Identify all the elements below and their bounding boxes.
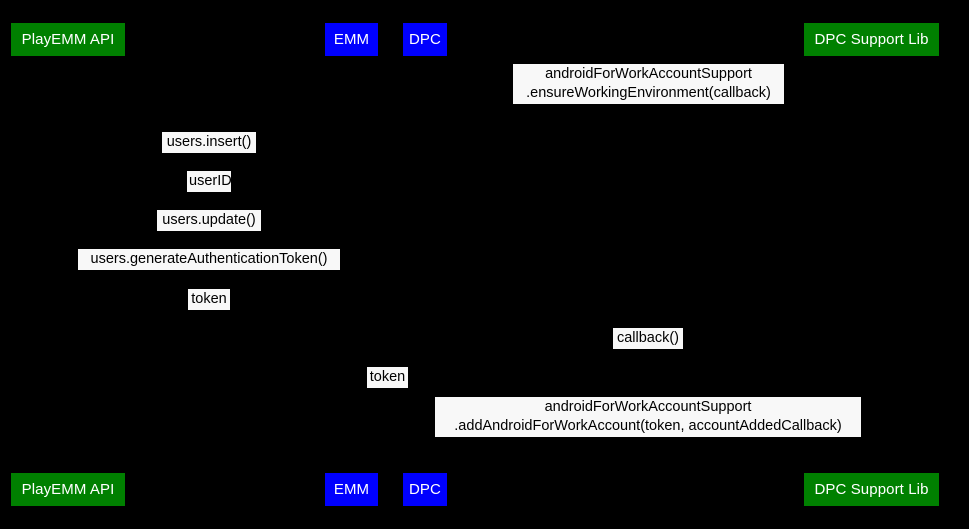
participant-dpc-bottom[interactable]: DPC [403,473,447,506]
message-label-line: .ensureWorkingEnvironment(callback) [526,85,771,101]
message-label-token-to-emm: token [188,289,230,310]
message-label-line: androidForWorkAccountSupport [545,66,752,82]
message-label-line: token [369,369,406,385]
message-label-line: userID [189,173,232,189]
participant-label: EMM [333,481,370,498]
participant-label: DPC Support Lib [814,31,929,48]
participant-label: EMM [333,31,370,48]
participant-dpc-support-lib-top[interactable]: DPC Support Lib [804,23,939,56]
participant-dpc-support-lib-bottom[interactable]: DPC Support Lib [804,473,939,506]
message-label-users-generate-authentication-token: users.generateAuthenticationToken() [78,249,340,270]
message-label-line: users.insert() [166,134,252,150]
message-label-callback: callback() [613,328,683,349]
message-label-line: token [191,291,227,307]
participant-label: DPC Support Lib [814,481,929,498]
message-label-line: users.update() [162,212,256,228]
participant-label: PlayEMM API [21,481,115,498]
message-label-line: androidForWorkAccountSupport [544,399,752,415]
participant-playemm-api-bottom[interactable]: PlayEMM API [11,473,125,506]
participant-label: DPC [409,481,441,498]
message-label-ensure-working-environment: androidForWorkAccountSupport .ensureWorki… [513,64,784,104]
message-label-users-insert: users.insert() [162,132,256,153]
participant-dpc-top[interactable]: DPC [403,23,447,56]
message-label-add-android-for-work-account: androidForWorkAccountSupport .addAndroidF… [435,397,861,437]
message-label-line: callback() [616,330,680,346]
participant-label: DPC [409,31,441,48]
participant-playemm-api-top[interactable]: PlayEMM API [11,23,125,56]
message-label-line: users.generateAuthenticationToken() [90,251,328,267]
message-label-user-id: userID [187,171,232,192]
message-label-token-to-dpc: token [367,367,408,388]
participant-emm-top[interactable]: EMM [325,23,378,56]
participant-label: PlayEMM API [21,31,115,48]
message-label-line: .addAndroidForWorkAccount(token, account… [454,418,842,434]
message-label-users-update: users.update() [157,210,261,231]
participant-emm-bottom[interactable]: EMM [325,473,378,506]
